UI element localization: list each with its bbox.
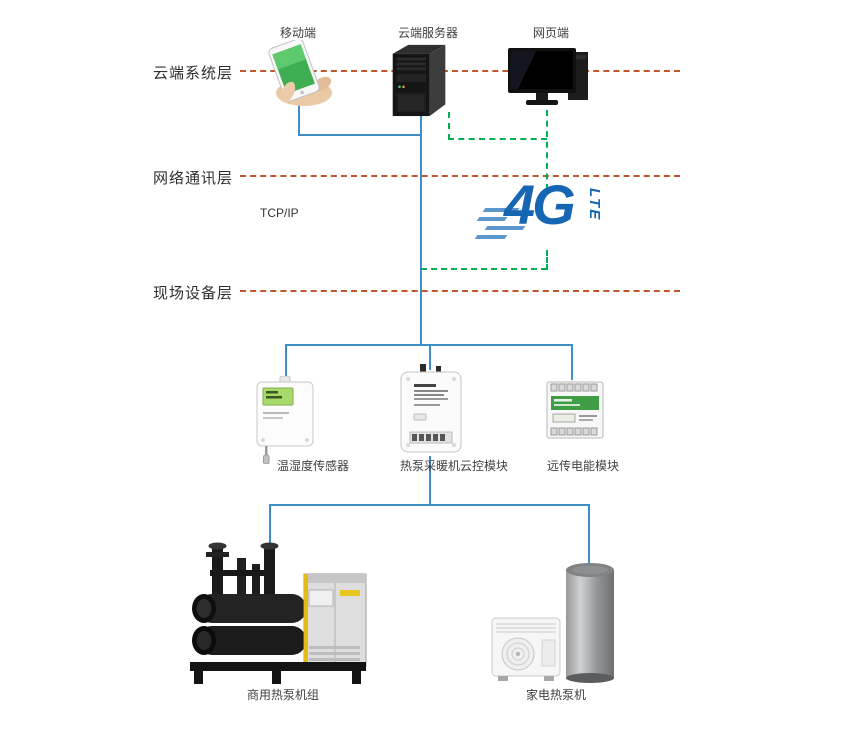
commercial-heat-pump-icon bbox=[182, 540, 372, 685]
domestic-heat-pump-icon bbox=[490, 560, 622, 686]
cloud-server-icon bbox=[390, 42, 450, 118]
layer-divider-cloud bbox=[240, 70, 680, 72]
link-server-4g-down bbox=[448, 112, 450, 140]
logo-4g-lte: 4G LTE bbox=[474, 173, 608, 254]
label-mobile: 移动端 bbox=[279, 26, 316, 40]
logo-4g-text: 4G bbox=[504, 173, 576, 236]
tcpip-label: TCP/IP bbox=[260, 206, 299, 220]
label-meter: 远传电能模块 bbox=[546, 459, 619, 473]
link-commercial-drop bbox=[269, 504, 271, 544]
energy-meter-module-icon bbox=[545, 378, 605, 442]
link-domestic-drop bbox=[588, 504, 590, 568]
layer-label-field: 现场设备层 bbox=[153, 285, 234, 302]
logo-lte-text: LTE bbox=[586, 188, 603, 222]
link-4g-down bbox=[546, 250, 548, 270]
link-controller-down bbox=[429, 456, 431, 506]
link-mobile-horizontal bbox=[298, 134, 422, 136]
web-monitor-icon bbox=[508, 48, 593, 110]
layer-label-cloud: 云端系统层 bbox=[153, 65, 234, 82]
link-web-4g-down bbox=[546, 110, 548, 190]
mobile-phone-icon bbox=[258, 40, 338, 108]
link-server-4g-cross bbox=[448, 138, 547, 140]
layer-divider-field bbox=[240, 290, 680, 292]
layer-label-network: 网络通讯层 bbox=[153, 170, 234, 187]
label-web: 网页端 bbox=[532, 26, 569, 40]
link-meter-drop bbox=[571, 344, 573, 380]
cloud-controller-module-icon bbox=[398, 364, 464, 456]
link-4g-to-main bbox=[421, 268, 547, 270]
link-sensor-drop bbox=[285, 344, 287, 378]
label-domestic: 家电热泵机 bbox=[525, 688, 586, 702]
speed-line-icon bbox=[474, 235, 508, 239]
temp-humidity-sensor-icon bbox=[253, 376, 317, 464]
label-commercial: 商用热泵机组 bbox=[246, 688, 319, 702]
link-controller-drop bbox=[429, 344, 431, 370]
link-mobile-down bbox=[298, 88, 300, 136]
link-main-vertical bbox=[420, 114, 422, 346]
speed-line-icon bbox=[476, 217, 508, 221]
label-sensor: 温湿度传感器 bbox=[276, 459, 349, 473]
layer-divider-network bbox=[240, 175, 680, 177]
label-server: 云端服务器 bbox=[397, 26, 458, 40]
link-equipment-bus bbox=[269, 504, 590, 506]
label-controller: 热泵采暖机云控模块 bbox=[399, 459, 508, 473]
